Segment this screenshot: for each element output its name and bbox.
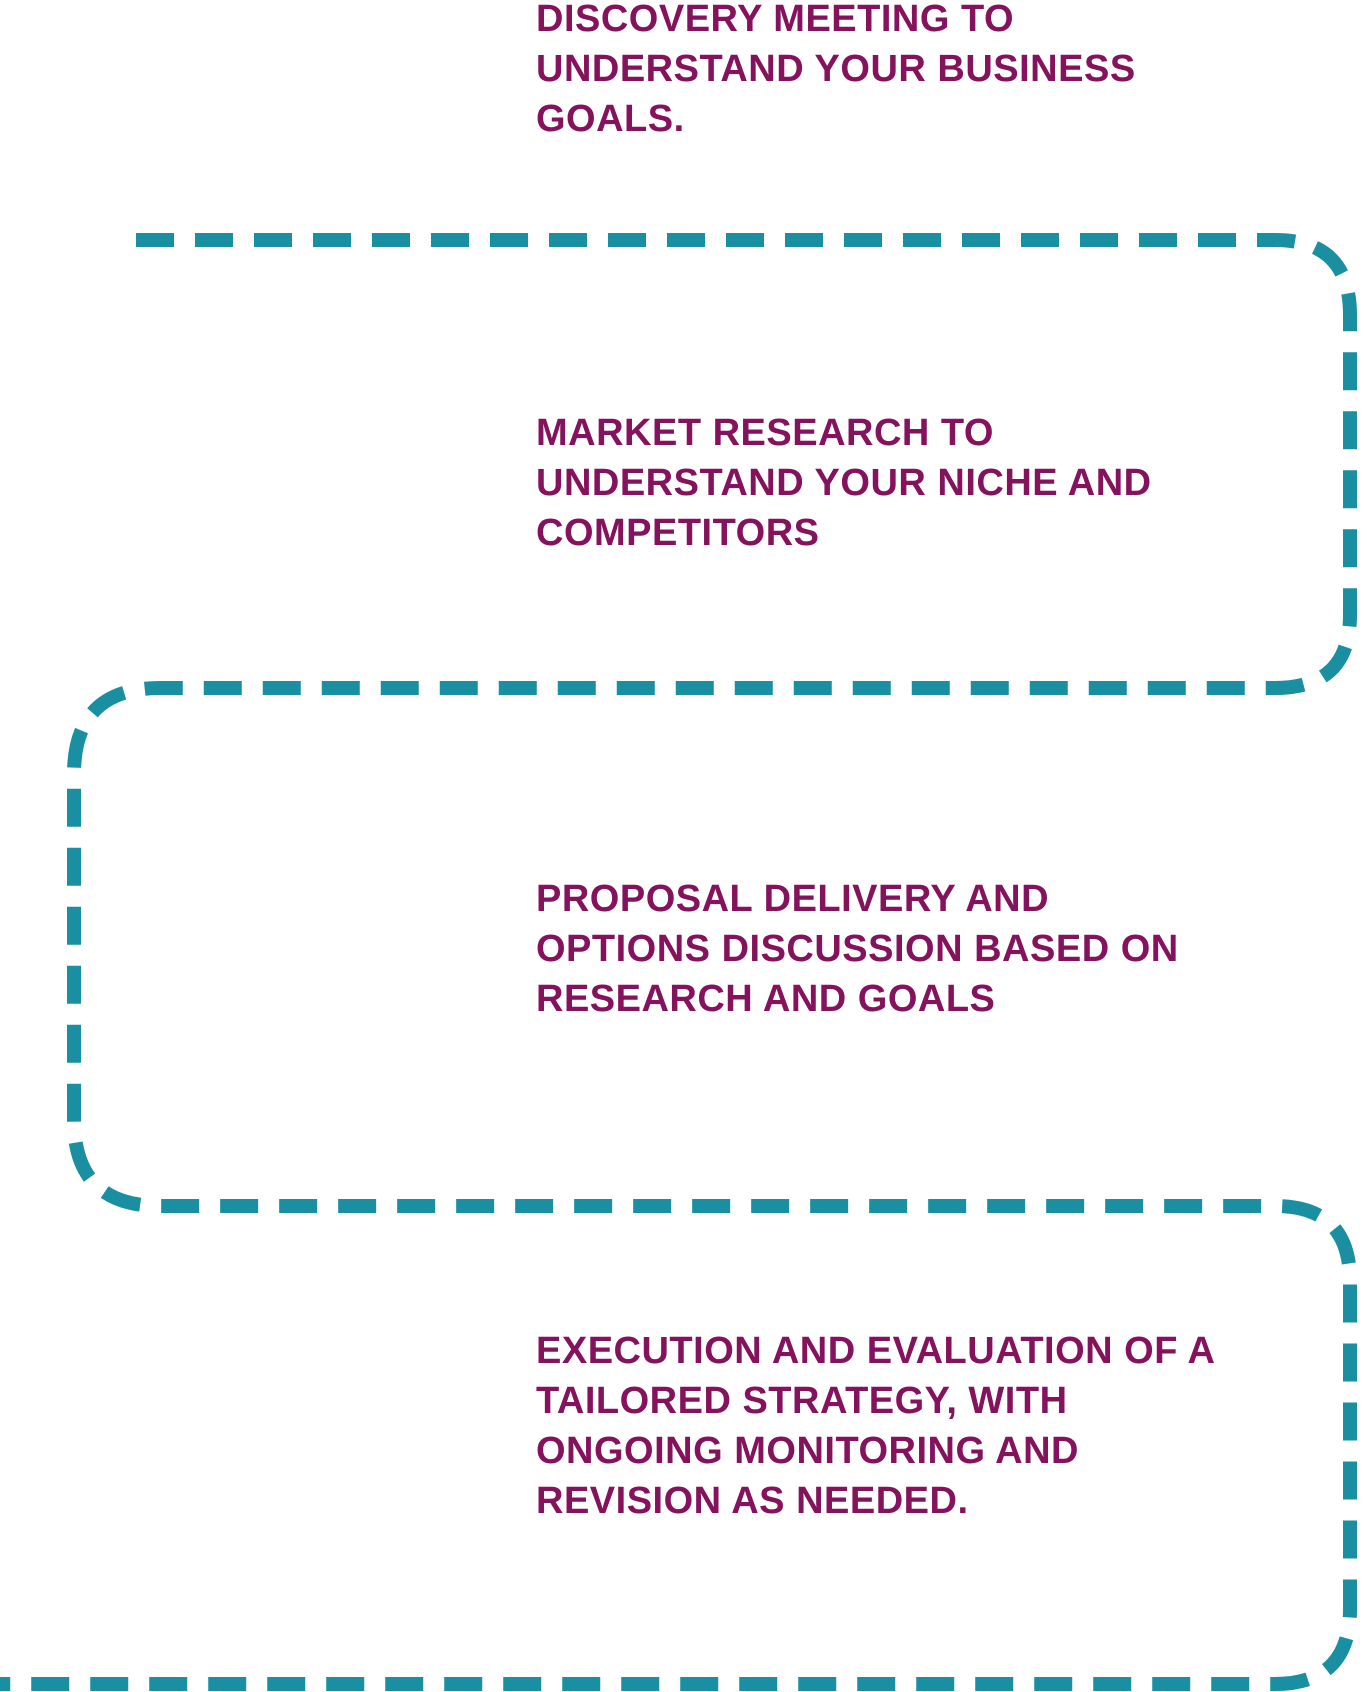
step-4-text: EXECUTION AND EVALUATION OF A TAILORED S… xyxy=(536,1330,1216,1522)
step-1-text: DISCOVERY MEETING TO UNDERSTAND YOUR BUS… xyxy=(536,0,1136,140)
step-3-text: PROPOSAL DELIVERY AND OPTIONS DISCUSSION… xyxy=(536,878,1179,1020)
step-2-text: MARKET RESEARCH TO UNDERSTAND YOUR NICHE… xyxy=(536,412,1152,554)
